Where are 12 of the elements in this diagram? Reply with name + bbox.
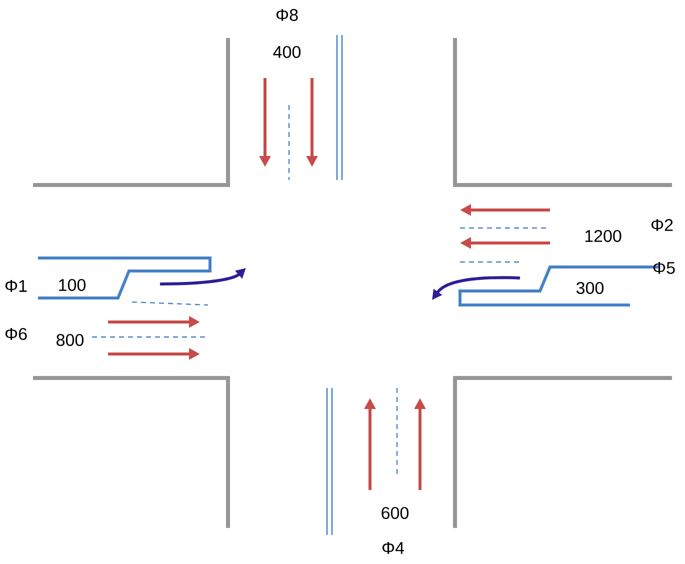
road-label: 600	[382, 506, 409, 519]
road-label: Φ1	[5, 280, 27, 292]
road-label: 100	[59, 278, 86, 291]
road-label: 300	[576, 282, 604, 294]
road-label: 1200	[585, 230, 622, 242]
road-label: 400	[273, 46, 301, 58]
road-label: 800	[56, 334, 84, 346]
road-label: Φ8	[276, 8, 298, 22]
road-label: Φ6	[5, 328, 27, 340]
road-label: Φ5	[653, 262, 675, 274]
road-label: Φ2	[651, 219, 673, 231]
road-label: Φ4	[382, 542, 404, 554]
